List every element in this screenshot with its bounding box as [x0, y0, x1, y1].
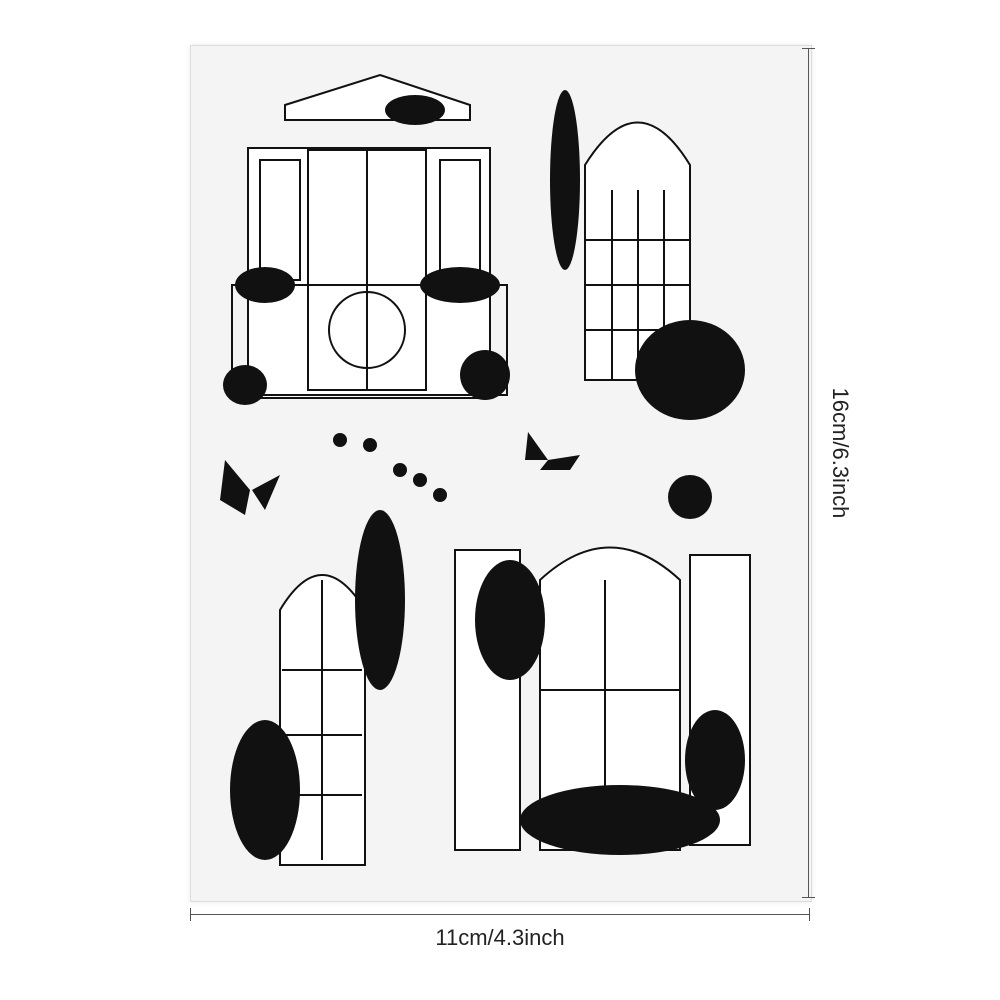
gothic-window-stamp — [550, 90, 745, 420]
height-tick-top — [802, 48, 815, 49]
balcony-window-stamp — [223, 73, 510, 405]
ivy-sprig-stamp — [333, 433, 447, 502]
rose-stamp — [668, 475, 712, 519]
height-tick-bottom — [802, 897, 815, 898]
width-tick-right — [809, 908, 810, 921]
shuttered-window-stamp — [454, 546, 751, 855]
butterfly-left-stamp — [220, 460, 280, 515]
height-label: 16cm/6.3inch — [828, 387, 853, 519]
height-dimension-line — [808, 48, 809, 898]
width-dimension-line — [190, 914, 810, 915]
width-tick-left — [190, 908, 191, 921]
butterfly-right-stamp — [525, 432, 580, 470]
width-label: 11cm/4.3inch — [435, 925, 565, 950]
arched-window-stamp — [230, 510, 405, 866]
